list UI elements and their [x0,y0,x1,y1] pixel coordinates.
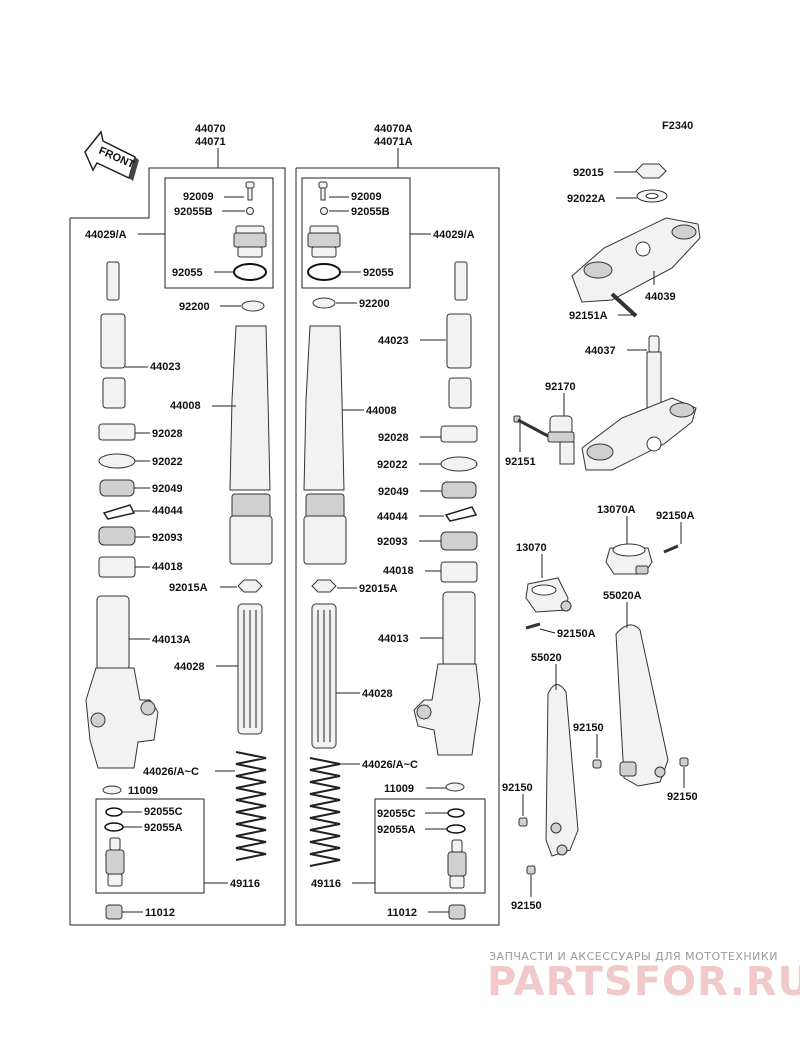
left-inner-tube [85,595,159,769]
left-outer-tube [229,325,273,565]
right-part-92055B: 92055B [351,206,390,218]
left-part-49116: 49116 [230,878,260,890]
left-part-44013A: 44013A [152,634,191,646]
right-part-92022: 92022 [377,459,408,471]
left-part-11009: 11009 [128,785,158,797]
right-assembly-top-label: 44070A [374,123,413,135]
left-assembly-top-label: 44070 [195,123,226,135]
left-fork-valve [105,837,125,887]
left-part-44026: 44026/A~C [143,766,199,778]
right-outer-tube [303,325,347,565]
front-arrow-icon: FRONT [84,130,139,181]
fork-guard-55020A [615,624,669,787]
left-part-44023: 44023 [150,361,181,373]
right-part-44026: 44026/A~C [362,759,418,771]
right-part-11012: 11012 [387,907,417,919]
left-part-44018: 44018 [152,561,183,573]
right-part-44013: 44013 [378,633,409,645]
left-part-11012: 11012 [145,907,175,919]
right-part-44028: 44028 [362,688,393,700]
right-fork-valve [447,839,467,889]
right-part-11009: 11009 [384,783,414,795]
right-part-44018: 44018 [383,565,414,577]
watermark-logo: PARTSFOR.RU [487,959,800,1005]
brake-hose-clamp [547,415,575,465]
guard-part-92150A-left: 92150A [557,628,596,640]
left-fork-spring [235,751,267,861]
left-part-92009: 92009 [183,191,214,203]
right-inner-tube [413,591,481,756]
steering-part-92151: 92151 [505,456,536,468]
right-part-92015A: 92015A [359,583,398,595]
guard-part-13070: 13070 [516,542,547,554]
diagram-id: F2340 [662,120,693,132]
left-part-92055B: 92055B [174,206,213,218]
left-part-92055A: 92055A [144,822,183,834]
guard-part-92150-c: 92150 [502,782,533,794]
right-fork-cap [307,225,341,258]
upper-triple-clamp [571,217,701,303]
steering-part-92022A: 92022A [567,193,606,205]
left-part-92028: 92028 [152,428,183,440]
left-part-92093: 92093 [152,532,183,544]
right-part-92093: 92093 [377,536,408,548]
right-part-92055: 92055 [363,267,394,279]
right-part-92200: 92200 [359,298,390,310]
left-part-44028: 44028 [174,661,205,673]
fork-guard-55020 [545,684,579,857]
right-part-44023: 44023 [378,335,409,347]
steering-part-92015: 92015 [573,167,604,179]
left-assembly-bottom-label: 44071 [195,136,226,148]
left-cap-group-label: 44029/A [85,229,127,241]
steering-part-44039: 44039 [645,291,676,303]
guard-part-92150-d: 92150 [511,900,542,912]
right-fork-piston [311,603,337,749]
left-part-92055: 92055 [172,267,203,279]
guard-part-55020A: 55020A [603,590,642,602]
steering-part-92170: 92170 [545,381,576,393]
left-part-44008: 44008 [170,400,201,412]
right-part-44044: 44044 [377,511,408,523]
fork-guards: 13070A 92150A 13070 92150A 55020A 55020 [502,504,698,912]
right-part-92028: 92028 [378,432,409,444]
guard-part-92150-b: 92150 [667,791,698,803]
right-part-44008: 44008 [366,405,397,417]
right-part-49116: 49116 [311,878,341,890]
right-assembly-bottom-label: 44071A [374,136,413,148]
right-fork-spring [309,757,341,867]
right-part-92009: 92009 [351,191,382,203]
watermark: ЗАПЧАСТИ И АКСЕССУАРЫ ДЛЯ МОТОТЕХНИКИ PA… [487,950,800,1005]
right-cap-group-label: 44029/A [433,229,475,241]
left-part-92022: 92022 [152,456,183,468]
guard-part-92150-a: 92150 [573,722,604,734]
guard-part-92150A-right: 92150A [656,510,695,522]
steering-assembly: 92015 92022A 44039 92151A 44037 [505,163,701,471]
left-fork-piston [237,603,263,735]
watermark-top-text: ЗАПЧАСТИ И АКСЕССУАРЫ ДЛЯ МОТОТЕХНИКИ [489,950,778,963]
guard-clamp-13070 [525,577,572,613]
left-fork-cap [233,225,267,258]
steering-stem-lower-clamp [581,335,697,471]
left-part-92049: 92049 [152,483,183,495]
guard-clamp-13070A [605,543,653,575]
right-fork-assembly: 44070A 44071A 44029/A 92009 92055B 92055… [295,123,500,926]
left-part-44044: 44044 [152,505,183,517]
guard-part-55020: 55020 [531,652,562,664]
left-part-92200: 92200 [179,301,210,313]
right-part-92055A: 92055A [377,824,416,836]
steering-part-44037: 44037 [585,345,616,357]
steering-part-92151A: 92151A [569,310,608,322]
right-part-92055C: 92055C [377,808,416,820]
right-part-92049: 92049 [378,486,409,498]
left-part-92055C: 92055C [144,806,183,818]
left-fork-assembly: 44070 44071 44029/A 92009 92055B 92055 9… [69,123,286,926]
left-part-92015A: 92015A [169,582,208,594]
guard-part-13070A: 13070A [597,504,636,516]
